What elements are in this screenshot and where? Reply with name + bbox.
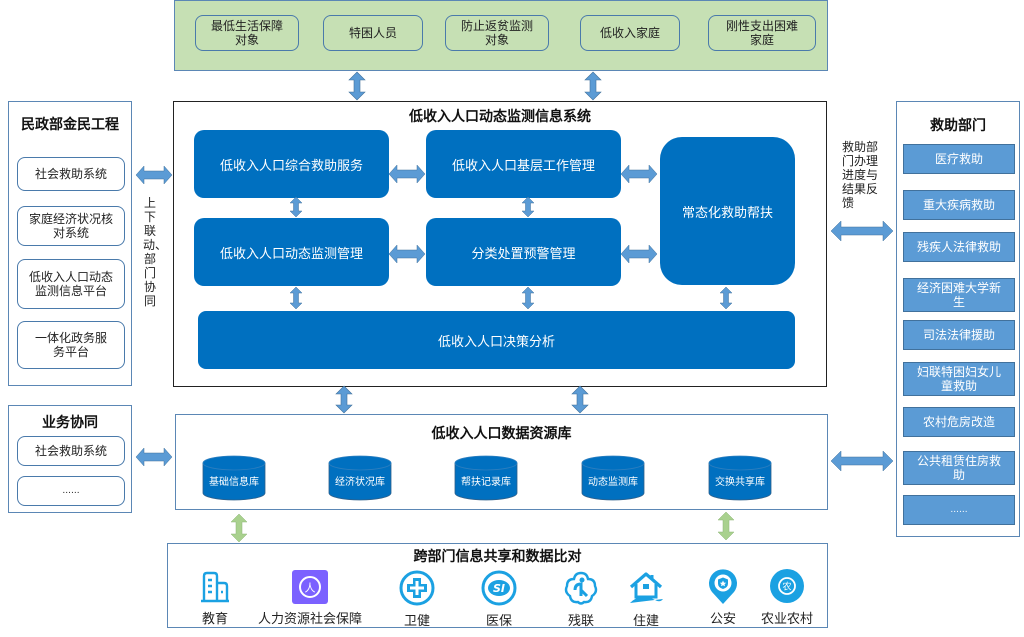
arrow-system-to-data-left [335,385,353,414]
left-item-monitoring-platform[interactable]: 低收入人口动态监测信息平台 [17,259,125,309]
building-icon [201,571,229,603]
module-decision-analysis[interactable]: 低收入人口决策分析 [198,311,795,369]
business-item-more[interactable]: ...... [17,476,125,506]
arrow-system-to-data-right [571,385,589,414]
module-dynamic-monitoring[interactable]: 低收入人口动态监测管理 [194,218,389,286]
health-cross-icon [399,570,435,606]
arrow-inner-h2 [620,164,658,184]
arrow-system-to-rescue [830,220,894,242]
module-grassroots-management[interactable]: 低收入人口基层工作管理 [426,130,621,198]
org-hrss[interactable]: 人 人力资源社会保障 [258,570,362,627]
database-icon [708,455,772,501]
target-extreme-poverty[interactable]: 特困人员 [323,15,423,51]
arrow-civil-to-system [135,165,173,185]
target-rigid-expense-family[interactable]: 刚性支出困难家庭 [708,15,816,51]
target-poverty-return-monitor[interactable]: 防止返贫监测对象 [445,15,549,51]
arrow-inner-h3 [388,244,426,264]
feedback-note: 救助部门办理进度与结果反馈 [842,140,879,210]
rescue-departments-panel: 救助部门 医疗救助 重大疾病救助 残疾人法律救助 经济困难大学新生 司法法律援助… [896,101,1020,537]
monitoring-system: 低收入人口动态监测信息系统 低收入人口综合救助服务 低收入人口基层工作管理 低收… [173,101,827,387]
database-icon [328,455,392,501]
target-min-living[interactable]: 最低生活保障对象 [195,15,299,51]
module-warning-management[interactable]: 分类处置预警管理 [426,218,621,286]
org-police[interactable]: 公安 [700,568,746,627]
left-item-gov-service[interactable]: 一体化政务服务平台 [17,321,125,369]
dept-judicial-aid[interactable]: 司法法律援助 [903,320,1015,350]
coordination-note: 上下联动、部门协同 [143,196,168,308]
arrow-targets-to-system-right [584,71,602,101]
database-icon [581,455,645,501]
db-exchange-share[interactable]: 交换共享库 [708,455,772,501]
rescue-title: 救助部门 [930,118,986,134]
db-assistance-records[interactable]: 帮扶记录库 [454,455,518,501]
dept-major-disease[interactable]: 重大疾病救助 [903,190,1015,220]
org-health[interactable]: 卫健 [394,570,440,629]
cross-department-title: 跨部门信息共享和数据比对 [413,549,582,565]
database-icon [202,455,266,501]
arrow-data-to-cross-right [717,511,735,541]
left-item-social-assistance[interactable]: 社会救助系统 [17,157,125,191]
svg-text:人: 人 [305,582,316,595]
civil-affairs-title: 民政部金民工程 [21,117,119,133]
arrow-inner-h1 [388,164,426,184]
database-icon [454,455,518,501]
left-item-economic-check[interactable]: 家庭经济状况核对系统 [17,206,125,246]
business-panel: 业务协同 社会救助系统 ...... [8,405,132,513]
dept-rural-housing[interactable]: 农村危房改造 [903,407,1015,437]
db-economic-status[interactable]: 经济状况库 [328,455,392,501]
arrow-inner-v4 [521,286,535,310]
arrow-inner-v3 [289,286,303,310]
module-comprehensive-service[interactable]: 低收入人口综合救助服务 [194,130,389,198]
dept-more[interactable]: ...... [903,495,1015,525]
dept-poor-students[interactable]: 经济困难大学新生 [903,278,1015,312]
house-icon [629,572,663,603]
dept-medical[interactable]: 医疗救助 [903,144,1015,174]
disabled-federation-icon [564,571,598,605]
data-resource-library: 低收入人口数据资源库 基础信息库 经济状况库 帮扶记录库 动态监测库 交换共享库 [175,414,828,510]
svg-text:农: 农 [782,581,791,593]
arrow-inner-v2 [521,196,535,218]
target-low-income-family[interactable]: 低收入家庭 [580,15,680,51]
arrow-inner-h4 [620,244,658,264]
arrow-business-to-data [135,447,173,467]
medical-insurance-icon: SI [481,570,517,606]
dept-disabled-legal[interactable]: 残疾人法律救助 [903,232,1015,262]
arrow-inner-v5 [719,286,733,310]
org-education[interactable]: 教育 [190,570,240,627]
business-item-social-assistance[interactable]: 社会救助系统 [17,436,125,466]
cross-department-sharing: 跨部门信息共享和数据比对 教育 人 人力资源社会保障 卫健 SI [167,543,828,629]
arrow-inner-v1 [289,196,303,218]
hrss-icon: 人 [292,570,328,604]
dept-public-rental[interactable]: 公共租赁住房救助 [903,451,1015,485]
svg-text:SI: SI [493,582,505,595]
org-medical-insurance[interactable]: SI 医保 [476,570,522,629]
db-basic-info[interactable]: 基础信息库 [202,455,266,501]
arrow-data-to-cross-left [230,513,248,543]
arrow-data-to-rescue [830,450,894,472]
agriculture-icon: 农 [770,569,804,603]
arrow-targets-to-system-left [348,71,366,101]
dept-women-children[interactable]: 妇联特困妇女儿童救助 [903,362,1015,396]
civil-affairs-panel: 民政部金民工程 社会救助系统 家庭经济状况核对系统 低收入人口动态监测信息平台 … [8,101,132,386]
db-dynamic-monitoring[interactable]: 动态监测库 [581,455,645,501]
monitoring-system-title: 低收入人口动态监测信息系统 [409,109,591,125]
org-housing[interactable]: 住建 [623,570,669,629]
business-title: 业务协同 [42,415,98,431]
org-disabled-federation[interactable]: 残联 [558,570,604,629]
police-pin-icon [709,569,737,604]
target-groups-band: 最低生活保障对象 特困人员 防止返贫监测对象 低收入家庭 刚性支出困难家庭 [174,0,828,71]
data-resource-title: 低收入人口数据资源库 [431,426,572,442]
module-regular-assistance[interactable]: 常态化救助帮扶 [660,137,795,285]
org-agriculture[interactable]: 农 农业农村 [760,568,814,627]
